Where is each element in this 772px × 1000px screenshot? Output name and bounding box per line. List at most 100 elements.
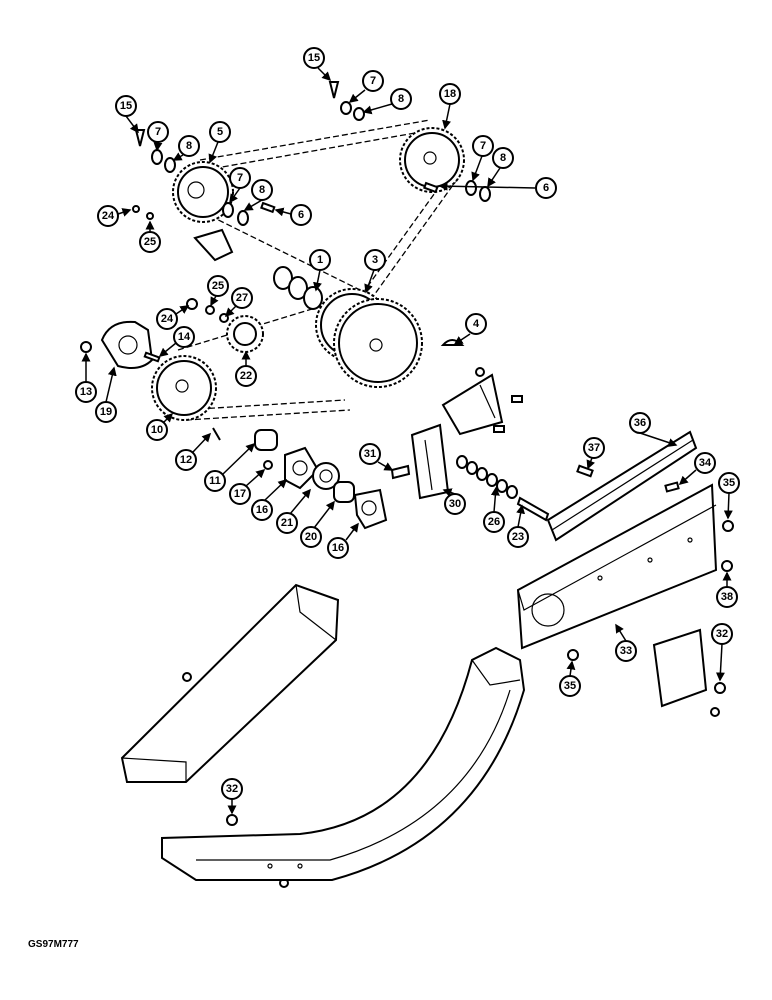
idler-bracket [193, 228, 234, 262]
sprocket-5 [172, 161, 234, 223]
callout-15a: 15 [115, 95, 139, 134]
svg-text:18: 18 [444, 88, 456, 100]
callout-6a: 6 [438, 177, 557, 199]
callout-19: 19 [95, 366, 117, 423]
callout-13: 13 [75, 352, 97, 403]
nuts [182, 520, 734, 888]
callout-36: 36 [629, 412, 678, 447]
svg-text:25: 25 [212, 280, 224, 292]
callout-11: 11 [204, 442, 256, 492]
callout-8a: 8 [172, 135, 200, 161]
callout-7c: 7 [471, 135, 494, 182]
callout-6b: 6 [274, 204, 312, 226]
callout-24a: 24 [97, 205, 132, 227]
svg-text:7: 7 [237, 172, 243, 184]
svg-text:8: 8 [500, 152, 506, 164]
svg-text:7: 7 [370, 75, 376, 87]
callout-7a: 7 [147, 121, 169, 152]
callout-5: 5 [208, 121, 231, 164]
upper-bracket [441, 367, 523, 436]
svg-text:15: 15 [308, 52, 320, 64]
svg-text:8: 8 [186, 140, 192, 152]
callout-17: 17 [229, 469, 266, 505]
svg-text:7: 7 [480, 140, 486, 152]
svg-text:6: 6 [543, 182, 549, 194]
svg-text:8: 8 [259, 184, 265, 196]
callout-8c: 8 [487, 147, 514, 188]
callout-33: 33 [615, 623, 637, 662]
svg-text:37: 37 [588, 442, 600, 454]
callout-38: 38 [716, 571, 738, 608]
svg-text:32: 32 [226, 783, 238, 795]
svg-text:16: 16 [332, 542, 344, 554]
callout-14: 14 [158, 326, 195, 357]
svg-text:24: 24 [161, 313, 174, 325]
svg-text:6: 6 [298, 209, 304, 221]
callout-7d: 7 [229, 167, 251, 204]
svg-text:24: 24 [102, 210, 115, 222]
callout-22: 22 [235, 350, 257, 387]
svg-text:1: 1 [317, 254, 323, 266]
callout-7b: 7 [348, 70, 384, 103]
svg-text:35: 35 [723, 477, 735, 489]
callout-26: 26 [483, 486, 505, 533]
bearing-assembly [254, 429, 388, 530]
callout-27: 27 [224, 287, 253, 318]
svg-text:20: 20 [305, 531, 317, 543]
callout-10: 10 [146, 412, 174, 441]
svg-text:11: 11 [209, 475, 221, 487]
callout-20: 20 [300, 500, 335, 548]
svg-text:21: 21 [281, 517, 293, 529]
sprocket-18 [399, 127, 465, 193]
callout-31: 31 [359, 443, 394, 471]
callout-16a: 16 [251, 478, 288, 521]
svg-text:10: 10 [151, 424, 163, 436]
svg-text:14: 14 [178, 331, 191, 343]
svg-text:34: 34 [699, 457, 712, 469]
washers-1 [273, 266, 323, 310]
callout-18: 18 [439, 83, 461, 130]
svg-text:30: 30 [449, 498, 461, 510]
callout-15a-label: 15 [120, 100, 132, 112]
svg-text:12: 12 [180, 454, 192, 466]
callout-16b: 16 [327, 522, 359, 559]
callout-32b: 32 [221, 778, 243, 815]
callout-25b: 25 [207, 275, 229, 307]
gear-22 [226, 315, 264, 353]
callout-34: 34 [678, 452, 716, 485]
svg-text:3: 3 [372, 254, 378, 266]
svg-text:25: 25 [144, 236, 156, 248]
svg-text:19: 19 [100, 406, 112, 418]
svg-text:4: 4 [473, 318, 480, 330]
svg-text:27: 27 [236, 292, 248, 304]
callout-8d: 8 [243, 179, 273, 211]
svg-text:22: 22 [240, 370, 252, 382]
svg-text:5: 5 [217, 126, 223, 138]
svg-text:36: 36 [634, 417, 646, 429]
callout-32a: 32 [711, 623, 733, 682]
drawing-code: GS97M777 [28, 939, 79, 950]
curved-shield [161, 646, 526, 881]
small-fasteners [80, 81, 491, 441]
svg-text:23: 23 [512, 531, 524, 543]
svg-text:7: 7 [155, 126, 161, 138]
callout-25a: 25 [139, 220, 161, 253]
washer-stack-26 [456, 455, 550, 522]
callout-12: 12 [175, 432, 212, 471]
sprocket-3 [315, 288, 423, 388]
angle-iron-36 [546, 430, 698, 542]
bolt-31 [390, 464, 411, 480]
callout-15b: 15 [303, 47, 332, 82]
svg-text:16: 16 [256, 504, 268, 516]
hub-19 [100, 320, 154, 369]
bracket-30 [410, 423, 450, 500]
svg-text:17: 17 [234, 488, 246, 500]
svg-text:38: 38 [721, 591, 733, 603]
callout-35b: 35 [559, 660, 581, 697]
svg-text:13: 13 [80, 386, 92, 398]
svg-text:32: 32 [716, 628, 728, 640]
callout-4: 4 [453, 313, 487, 345]
callout-21: 21 [276, 488, 311, 534]
callout-24b: 24 [156, 305, 190, 330]
